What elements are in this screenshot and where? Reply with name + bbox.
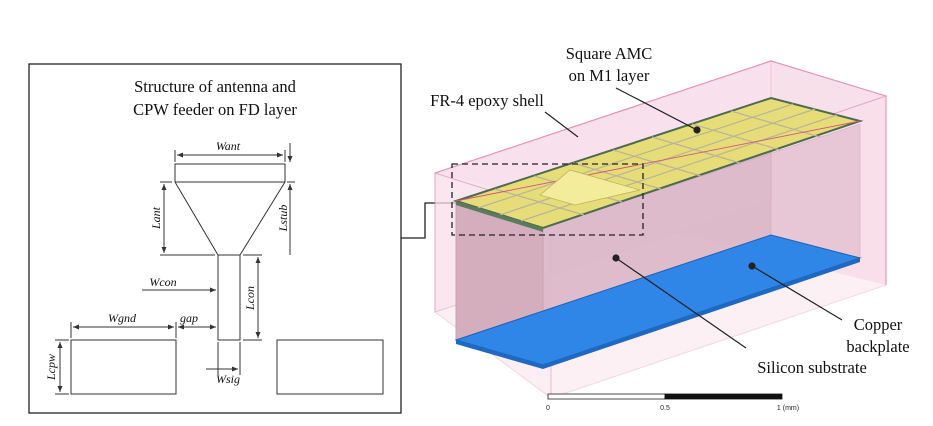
- dim-wsig: Wsig: [216, 372, 240, 386]
- left-panel-title-line2: CPW feeder on FD layer: [133, 100, 297, 119]
- antenna-structure: [55, 143, 384, 395]
- dim-lcon: Lcon: [243, 286, 257, 311]
- dim-wcon: Wcon: [149, 275, 176, 289]
- label-fr4: FR-4 epoxy shell: [430, 91, 544, 110]
- scale-bar: [547, 393, 783, 400]
- dim-wgnd: Wgnd: [108, 311, 137, 325]
- left-panel-title-line1: Structure of antenna and: [134, 77, 296, 96]
- zoom-region-box: [451, 163, 644, 236]
- dim-lcpw: Lcpw: [44, 354, 58, 381]
- dim-gap: gap: [180, 311, 198, 325]
- scale-tick-0: 0: [546, 405, 550, 412]
- label-amc-line2: on M1 layer: [569, 66, 650, 85]
- label-silicon: Silicon substrate: [757, 358, 867, 377]
- leader-lines: [544, 87, 843, 349]
- label-amc-line1: Square AMC: [566, 44, 653, 63]
- copper-backplate-edge-right: [543, 258, 860, 369]
- square-amc-layer: [452, 96, 864, 232]
- dim-lstub: Lstub: [276, 205, 290, 233]
- label-copper-line1: Copper: [854, 315, 903, 334]
- scale-tick-1mm: 1 (mm): [777, 405, 799, 412]
- dim-want: Want: [216, 139, 241, 153]
- copper-backplate-edge: [456, 340, 543, 369]
- left-panel-frame: [28, 63, 402, 414]
- dimension-arrows: [57, 152, 293, 392]
- label-copper-line2: backplate: [846, 337, 909, 356]
- antenna-patch: [539, 169, 641, 206]
- scale-tick-half: 0.5: [660, 405, 670, 412]
- dim-lant: Lant: [149, 206, 163, 230]
